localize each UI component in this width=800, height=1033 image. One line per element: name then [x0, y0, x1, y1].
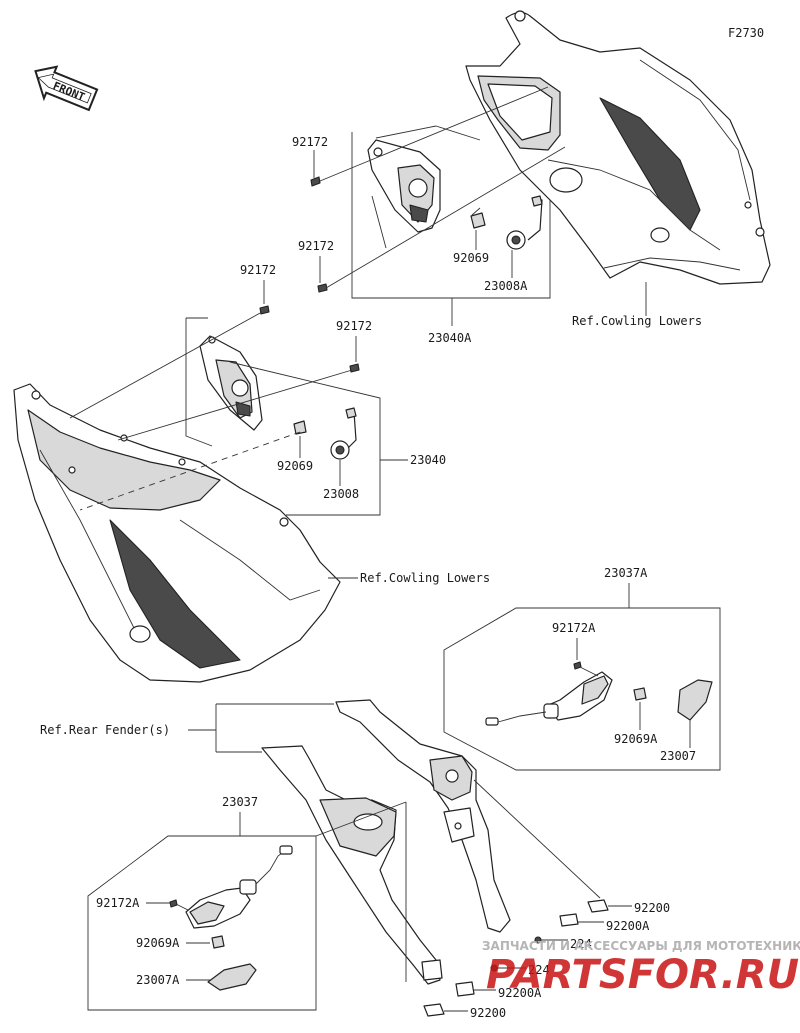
nut-92200-top	[587, 899, 609, 913]
label-92200-bottom: 92200	[470, 1006, 506, 1020]
screw-92172-d	[349, 363, 360, 373]
lens-23007A	[207, 963, 257, 991]
label-ref-cowling-lowers-top: Ref.Cowling Lowers	[572, 314, 702, 328]
label-23040: 23040	[410, 453, 446, 467]
socket-23008	[330, 407, 357, 460]
bulb-92069-mid	[293, 420, 307, 435]
label-23037: 23037	[222, 795, 258, 809]
turn-signal-housing-23040	[199, 335, 263, 431]
screw-92172-c	[259, 305, 270, 315]
label-92172-c: 92172	[240, 263, 276, 277]
label-92069-top: 92069	[453, 251, 489, 265]
label-23037A: 23037A	[604, 566, 648, 580]
cowling-lower-left	[13, 383, 341, 683]
label-92200A-bottom: 92200A	[498, 986, 542, 1000]
label-23008A: 23008A	[484, 279, 528, 293]
label-92069A-left: 92069A	[136, 936, 180, 950]
cowling-lower-right	[465, 10, 771, 285]
screw-92172A-left	[169, 899, 178, 908]
screw-92172-b	[317, 283, 328, 293]
turn-signal-left-23037	[185, 845, 293, 929]
figure-code: F2730	[728, 26, 764, 40]
socket-23008A	[506, 195, 543, 250]
turn-signal-right-23037A	[485, 671, 613, 726]
label-92172-b: 92172	[298, 239, 334, 253]
label-224-bottom: 224	[528, 963, 550, 977]
label-23007: 23007	[660, 749, 696, 763]
clip-92200A-bottom	[455, 981, 475, 997]
watermark-brand: PARTSFOR.RU	[486, 952, 799, 998]
turn-signal-housing-23040A	[367, 139, 441, 233]
screw-92172-a	[310, 176, 321, 187]
label-92200-top: 92200	[634, 901, 670, 915]
label-ref-rear-fender: Ref.Rear Fender(s)	[40, 723, 170, 737]
watermark-caption: ЗАПЧАСТИ И АКСЕССУАРЫ ДЛЯ МОТОТЕХНИКИ	[482, 939, 800, 953]
label-ref-cowling-lowers-mid: Ref.Cowling Lowers	[360, 571, 490, 585]
front-arrow-icon: FRONT	[34, 65, 99, 112]
label-23040A: 23040A	[428, 331, 472, 345]
rear-fender-bracket-right	[335, 699, 511, 933]
label-23008: 23008	[323, 487, 359, 501]
label-224-top: 224	[570, 937, 592, 951]
nut-92200-bottom	[423, 1003, 445, 1017]
label-92172-d: 92172	[336, 319, 372, 333]
label-92172-a: 92172	[292, 135, 328, 149]
clip-92200A-top	[559, 913, 579, 927]
label-23007A: 23007A	[136, 973, 180, 987]
lens-23007	[677, 679, 713, 721]
label-92069A-right: 92069A	[614, 732, 658, 746]
rear-fender-bracket-left	[261, 745, 443, 985]
bulb-92069A-right	[633, 687, 647, 701]
bulb-92069-top	[470, 207, 486, 229]
screw-92172A-right	[573, 661, 582, 670]
bulb-92069A-left	[211, 935, 225, 949]
label-92069-mid: 92069	[277, 459, 313, 473]
label-92172A-right: 92172A	[552, 621, 596, 635]
label-92200A-top: 92200A	[606, 919, 650, 933]
label-92172A-left: 92172A	[96, 896, 140, 910]
